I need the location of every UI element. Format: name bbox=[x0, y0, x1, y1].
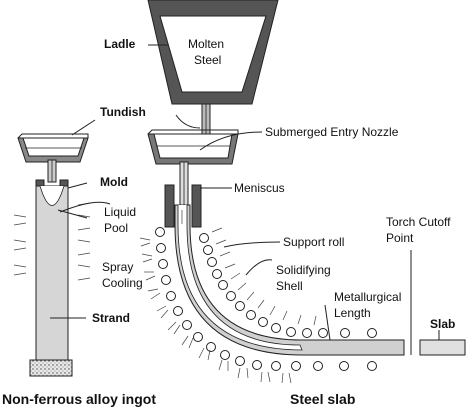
label-torch-cutoff-line1: Torch Cutoff bbox=[386, 215, 451, 229]
label-tundish: Tundish bbox=[100, 105, 146, 119]
slab-piece bbox=[419, 339, 466, 356]
mold-right bbox=[164, 184, 202, 228]
label-solidifying-shell-line1: Solidifying bbox=[276, 263, 331, 277]
strand-left bbox=[35, 185, 69, 361]
support-rolls bbox=[155, 227, 377, 371]
label-metallurgical-length-line2: Length bbox=[334, 306, 371, 320]
label-strand: Strand bbox=[92, 311, 130, 325]
caption-non-ferrous-alloy-ingot: Non-ferrous alloy ingot bbox=[2, 391, 156, 407]
tundish-left bbox=[17, 133, 89, 163]
label-meniscus: Meniscus bbox=[234, 181, 285, 195]
ladle bbox=[147, 0, 279, 105]
label-molten-steel-line2: Steel bbox=[194, 53, 221, 67]
curved-strand bbox=[174, 204, 405, 356]
label-molten-steel-line1: Molten bbox=[188, 37, 224, 51]
label-submerged-entry-nozzle: Submerged Entry Nozzle bbox=[265, 125, 399, 139]
spray-lines-right bbox=[139, 227, 317, 384]
label-spray-cooling-line1: Spray bbox=[102, 260, 133, 274]
label-mold: Mold bbox=[100, 175, 128, 189]
label-torch-cutoff-line2: Point bbox=[386, 231, 414, 245]
label-liquid-pool-line1: Liquid bbox=[104, 205, 136, 219]
label-support-roll: Support roll bbox=[283, 235, 344, 249]
leader-lines bbox=[50, 44, 440, 355]
label-metallurgical-length-line1: Metallurgical bbox=[334, 290, 401, 304]
label-ladle: Ladle bbox=[104, 37, 136, 51]
label-spray-cooling-line2: Cooling bbox=[102, 276, 143, 290]
ingot-base bbox=[29, 359, 73, 377]
label-solidifying-shell-line2: Shell bbox=[276, 279, 303, 293]
label-slab: Slab bbox=[430, 317, 455, 331]
label-liquid-pool-line2: Pool bbox=[104, 221, 128, 235]
nozzle-left bbox=[47, 159, 57, 183]
tundish-right bbox=[147, 129, 239, 165]
caption-steel-slab: Steel slab bbox=[290, 391, 355, 407]
